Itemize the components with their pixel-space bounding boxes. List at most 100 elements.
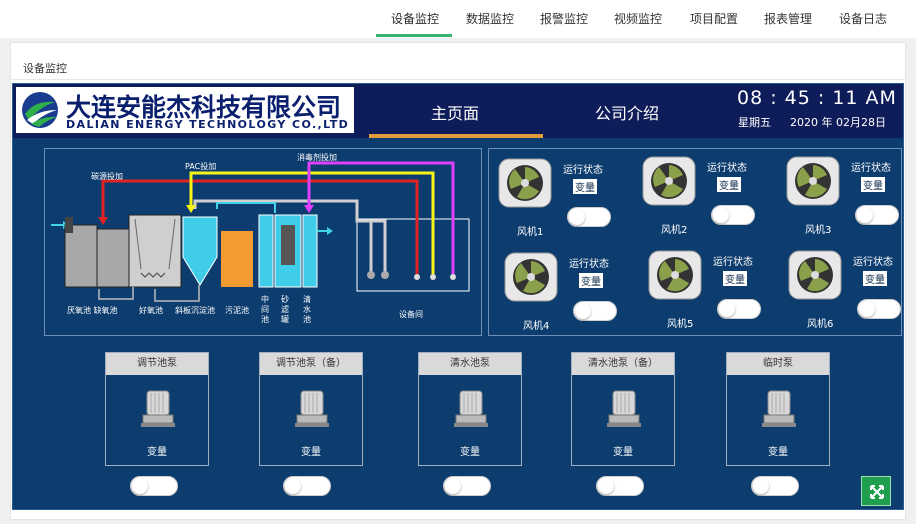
pump-icon: [762, 390, 796, 427]
fan-mode: 变量: [723, 271, 747, 286]
fan-card-1: 运行状态 变量 风机1: [493, 155, 629, 247]
label-carbon-dosing: 碳源投加: [91, 172, 123, 181]
company-logo: 大连安能杰科技有限公司 DALIAN ENERGY TECHNOLOGY CO.…: [16, 87, 354, 133]
pump-icon: [454, 390, 488, 427]
clock-time: 08 : 45 : 11 AM: [737, 87, 897, 109]
expand-arrows-icon: [870, 485, 884, 499]
fan-6-toggle[interactable]: [857, 299, 901, 319]
fan-mode: 变量: [717, 177, 741, 192]
fan-2-toggle[interactable]: [711, 205, 755, 225]
fullscreen-button[interactable]: [861, 476, 891, 506]
label-sand-filter: 砂 滤 罐: [281, 295, 289, 324]
fan-card-2: 运行状态 变量 风机2: [637, 153, 773, 245]
label-pac-dosing: PAC投加: [185, 162, 217, 171]
pump-card-3: 清水池泵 变量: [418, 352, 522, 466]
pump-title: 调节池泵（备）: [260, 353, 362, 375]
fan-icon: [498, 158, 552, 208]
pump-mode: 变量: [613, 447, 633, 458]
fan-1-toggle[interactable]: [567, 207, 611, 227]
fan-name: 风机5: [667, 319, 694, 330]
label-clear-water: 清 水 池: [303, 295, 311, 324]
fan-5-toggle[interactable]: [717, 299, 761, 319]
toggle-knob: [569, 209, 585, 225]
fan-card-6: 运行状态 变量 风机6: [783, 247, 916, 339]
nav-item-device-monitor[interactable]: 设备监控: [391, 12, 440, 26]
toggle-knob: [859, 301, 875, 317]
fan-icon: [786, 156, 840, 206]
fan-mode: 变量: [861, 177, 885, 192]
fan-state-label: 运行状态: [569, 259, 609, 270]
nav-item-video-monitor[interactable]: 视频监控: [614, 12, 663, 26]
company-name-en: DALIAN ENERGY TECHNOLOGY CO.,LTD: [66, 118, 350, 131]
fan-icon: [788, 250, 842, 300]
toggle-knob: [445, 478, 461, 494]
label-inclined-settling: 斜板沉淀池: [175, 306, 215, 315]
pump-title: 临时泵: [727, 353, 829, 375]
process-diagram: 碳源投加 PAC投加 消毒剂投加 厌氧池 缺氧池 好氧池 斜板沉淀池 污泥池 中…: [44, 148, 482, 336]
pump-mode: 变量: [301, 447, 321, 458]
tab-company-intro[interactable]: 公司介绍: [595, 104, 660, 123]
scada-panel: 大连安能杰科技有限公司 DALIAN ENERGY TECHNOLOGY CO.…: [12, 83, 904, 510]
fan-state-label: 运行状态: [853, 257, 893, 268]
pump-4-toggle[interactable]: [596, 476, 644, 496]
fan-icon: [642, 156, 696, 206]
fan-state-label: 运行状态: [713, 257, 753, 268]
toggle-knob: [285, 478, 301, 494]
label-equipment-room: 设备间: [399, 310, 423, 319]
company-name-cn: 大连安能杰科技有限公司: [66, 93, 342, 122]
pump-1-toggle[interactable]: [130, 476, 178, 496]
tab-main-page[interactable]: 主页面: [431, 104, 480, 123]
company-logo-icon: [22, 92, 58, 128]
pump-icon: [607, 390, 641, 427]
pump-card-1: 调节池泵 变量: [105, 352, 209, 466]
fan-4-toggle[interactable]: [573, 301, 617, 321]
fan-mode: 变量: [573, 179, 597, 194]
scada-header: 大连安能杰科技有限公司 DALIAN ENERGY TECHNOLOGY CO.…: [13, 84, 903, 138]
fan-state-label: 运行状态: [563, 165, 603, 176]
pump-icon: [141, 390, 175, 427]
fan-3-toggle[interactable]: [855, 205, 899, 225]
tab-active-indicator: [369, 134, 543, 138]
fan-state-label: 运行状态: [707, 163, 747, 174]
toggle-knob: [713, 207, 729, 223]
label-intermediate: 中 间 池: [261, 295, 269, 324]
fan-panel: 运行状态 变量 风机1 运行状态 变量 风机2 运行状态 变量 风机3 运行状态…: [488, 148, 902, 336]
fan-name: 风机1: [517, 227, 544, 238]
pump-title: 清水池泵: [419, 353, 521, 375]
pump-3-toggle[interactable]: [443, 476, 491, 496]
nav-item-data-monitor[interactable]: 数据监控: [466, 12, 515, 26]
fan-card-3: 运行状态 变量 风机3: [781, 153, 916, 245]
fan-name: 风机6: [807, 319, 834, 330]
clock-date: 2020 年 02月28日: [790, 116, 886, 129]
fan-name: 风机2: [661, 225, 688, 236]
nav-item-project-config[interactable]: 项目配置: [690, 12, 739, 26]
pump-title: 清水池泵（备）: [572, 353, 674, 375]
label-disinfectant-dosing: 消毒剂投加: [297, 153, 337, 162]
breadcrumb: 设备监控: [23, 62, 67, 75]
process-flow-graphic: [51, 161, 470, 302]
fan-icon: [504, 252, 558, 302]
pump-mode: 变量: [460, 447, 480, 458]
pump-5-toggle[interactable]: [751, 476, 799, 496]
fan-name: 风机4: [523, 321, 550, 332]
pump-mode: 变量: [768, 447, 788, 458]
fan-card-5: 运行状态 变量 风机5: [643, 247, 779, 339]
pump-2-toggle[interactable]: [283, 476, 331, 496]
pump-card-4: 清水池泵（备） 变量: [571, 352, 675, 466]
nav-item-device-log[interactable]: 设备日志: [839, 12, 888, 26]
fan-mode: 变量: [863, 271, 887, 286]
top-navigation: 设备监控 数据监控 报警监控 视频监控 项目配置 报表管理 设备日志: [0, 0, 916, 38]
pump-card-5: 临时泵 变量: [726, 352, 830, 466]
fan-name: 风机3: [805, 225, 832, 236]
nav-active-indicator: [376, 34, 452, 37]
nav-item-alarm-monitor[interactable]: 报警监控: [540, 12, 589, 26]
fan-mode: 变量: [579, 273, 603, 288]
label-sludge: 污泥池: [225, 306, 249, 315]
pump-title: 调节池泵: [106, 353, 208, 375]
label-anaerobic-anoxic: 厌氧池 缺氧池: [67, 306, 118, 315]
nav-item-report-manage[interactable]: 报表管理: [764, 12, 813, 26]
fan-state-label: 运行状态: [851, 163, 891, 174]
toggle-knob: [575, 303, 591, 319]
pump-mode: 变量: [147, 447, 167, 458]
toggle-knob: [857, 207, 873, 223]
